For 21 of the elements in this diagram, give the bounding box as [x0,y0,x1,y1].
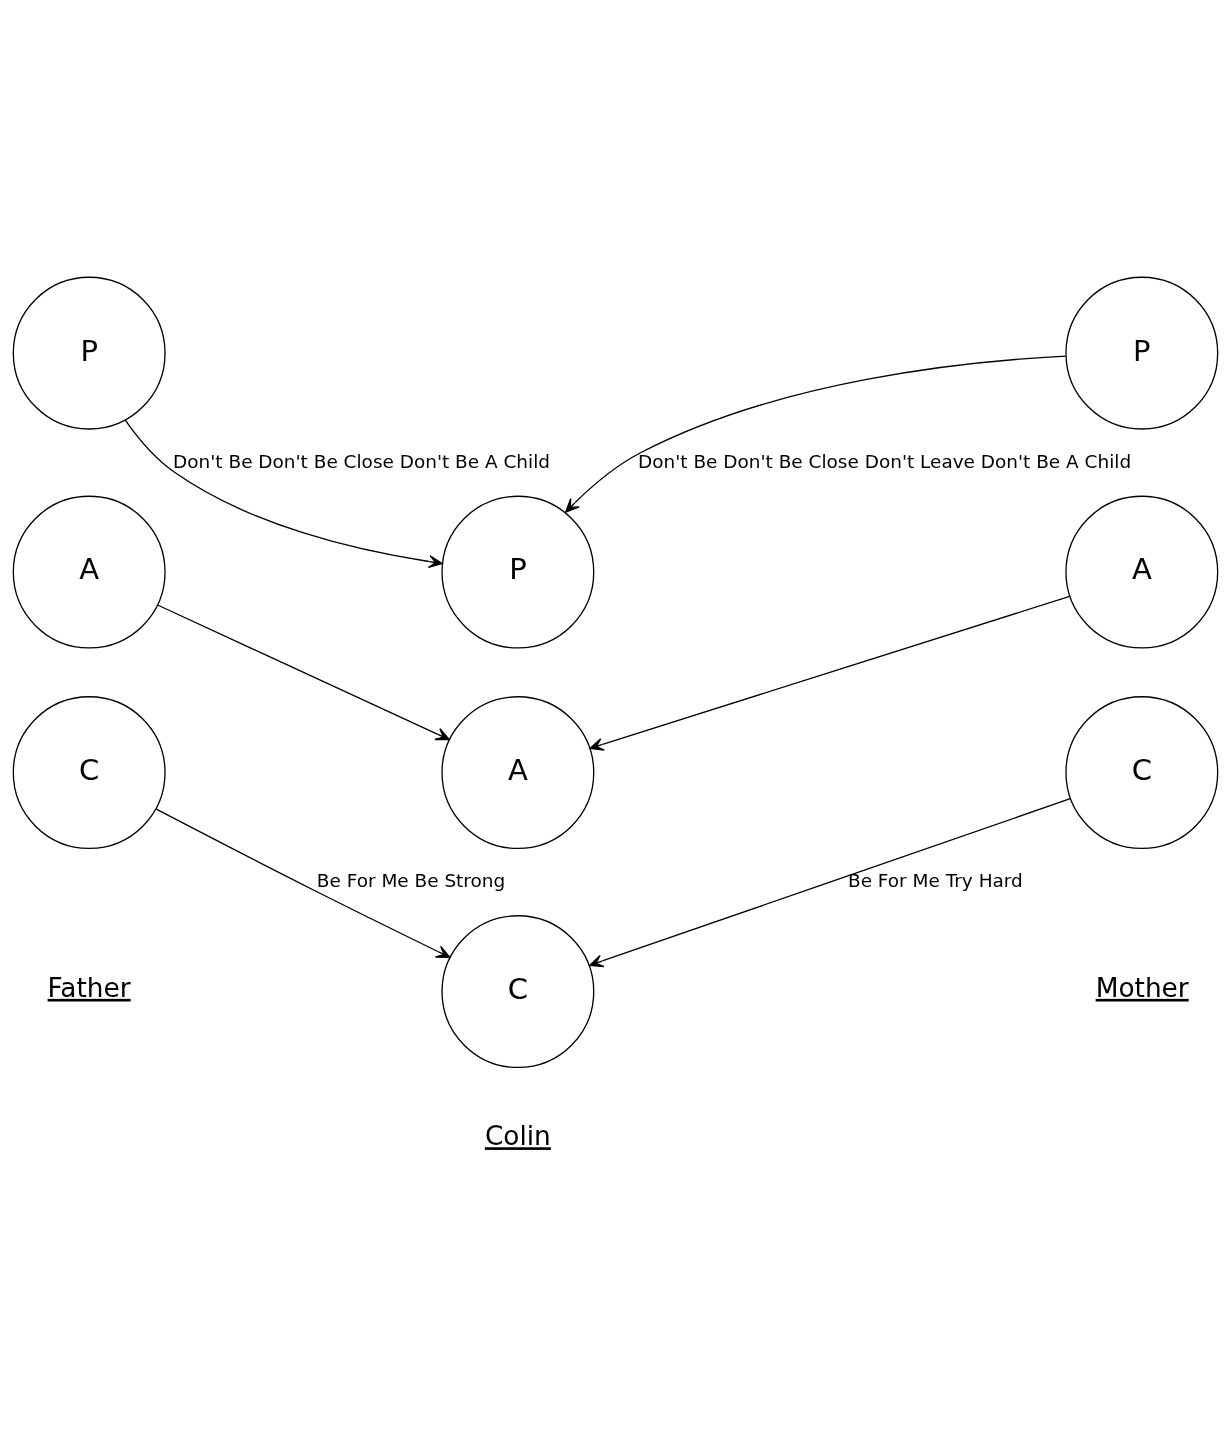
arrow [588,798,1071,968]
label: Mother [1095,972,1189,1003]
node-circle: P [12,276,166,430]
arrow [124,419,443,569]
edge-label: Be For Me Try Hard [847,869,1023,891]
node-circle: C [441,915,595,1069]
label: Colin [484,1121,551,1152]
edge-label: Don't Be Don't Be Close Don't Leave Don't Be A Child [638,450,1132,472]
arrow [156,604,451,741]
arrow [589,595,1071,751]
node-circle: C [12,696,166,850]
node-circle: P [1065,276,1219,430]
node-circle: A [1065,495,1219,649]
node-circle: A [12,495,166,649]
edge-label: Don't Be Don't Be Close Don't Be A Child [173,450,551,472]
arrow [565,355,1067,513]
node-circle: C [1065,696,1219,850]
node-circle: A [441,696,595,850]
label: Father [47,972,131,1003]
edge-label: Be For Me Be Strong [316,869,506,891]
arrow [155,808,451,959]
